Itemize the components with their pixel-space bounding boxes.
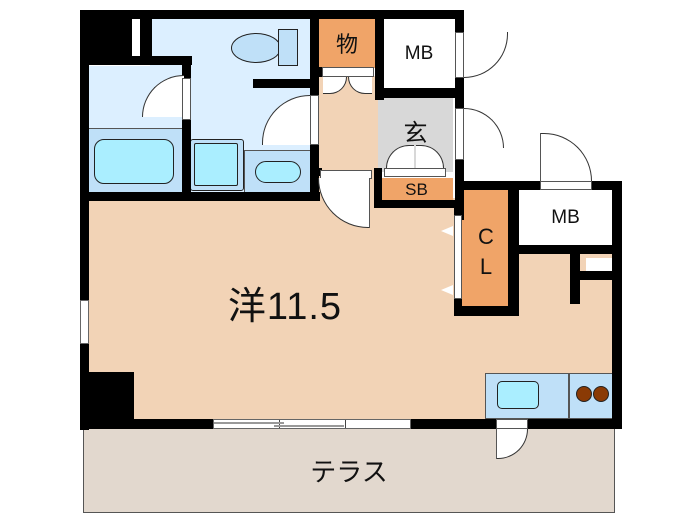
toilet-tank <box>278 29 298 66</box>
door-meter-box-top[interactable] <box>464 32 508 78</box>
closet-handle-top <box>441 226 453 236</box>
entrance-label: 玄 <box>403 119 428 147</box>
closet: C L <box>462 190 510 308</box>
storage-top-label: 物 <box>335 32 358 57</box>
closet-door[interactable] <box>454 215 462 299</box>
window-topleft <box>132 19 140 55</box>
wall-washroom-right-lower <box>182 118 191 194</box>
door-meter-box-right[interactable] <box>540 133 592 181</box>
wall-top <box>80 10 464 19</box>
washing-machine-inner <box>194 143 238 186</box>
window-left <box>80 300 89 344</box>
closet-label-l: L <box>479 254 493 279</box>
wash-basin <box>255 161 301 183</box>
wall-wet-bottom <box>80 192 320 201</box>
wall-sb-bottom <box>374 200 464 208</box>
wall-left <box>80 10 89 430</box>
closet-label-c: C <box>478 224 494 249</box>
wall-upper-right-low <box>455 160 464 220</box>
stove-counter <box>569 373 613 419</box>
wall-block-topleft <box>80 10 132 64</box>
stove-burner-1 <box>576 386 592 402</box>
sink-counter <box>244 150 312 192</box>
shoe-box-label: SB <box>405 180 428 199</box>
wall-closet-bottom <box>454 306 518 316</box>
terrace-label: テラス <box>310 456 388 487</box>
storage-top: 物 <box>318 18 376 68</box>
wall-mb-right-bottom <box>508 245 618 254</box>
meter-box-top: MB <box>383 18 455 90</box>
toilet-bowl <box>231 33 281 63</box>
wall-hall-left <box>314 168 322 176</box>
stove-burner-2 <box>593 386 609 402</box>
washing-machine <box>190 139 244 191</box>
kitchen-counter <box>485 373 569 419</box>
sliding-window-terrace[interactable] <box>213 419 411 429</box>
wall-upper-right <box>455 10 464 32</box>
wall-right <box>612 181 622 429</box>
main-room-label: 洋11.5 <box>227 285 343 328</box>
bathtub-area <box>88 128 182 192</box>
cubby <box>586 258 612 272</box>
wall-toilet-partition <box>253 79 315 88</box>
wall-entrance-left <box>374 168 382 202</box>
shoe-box: SB <box>380 178 453 202</box>
wall-right-top <box>455 181 622 190</box>
door-entrance[interactable] <box>464 108 504 148</box>
bathtub <box>94 139 174 184</box>
wall-stub-topleft <box>140 10 152 64</box>
meter-box-right-label: MB <box>551 207 580 228</box>
meter-box-right: MB <box>519 190 612 246</box>
wall-cubby-bottom <box>570 271 618 280</box>
wall-upper-right-mid <box>455 78 464 108</box>
wall-storage-right <box>375 10 384 100</box>
wall-washroom-right <box>182 56 191 80</box>
wall-storage-bottom-l <box>314 67 322 77</box>
meter-box-top-label: MB <box>404 43 434 64</box>
wall-washroom-top <box>80 56 192 65</box>
kitchen-sink <box>497 381 539 409</box>
wall-mb-bottom <box>375 88 463 98</box>
wall-wet-right <box>310 10 319 95</box>
terrace: テラス <box>83 428 615 513</box>
closet-handle-bottom <box>441 285 453 295</box>
